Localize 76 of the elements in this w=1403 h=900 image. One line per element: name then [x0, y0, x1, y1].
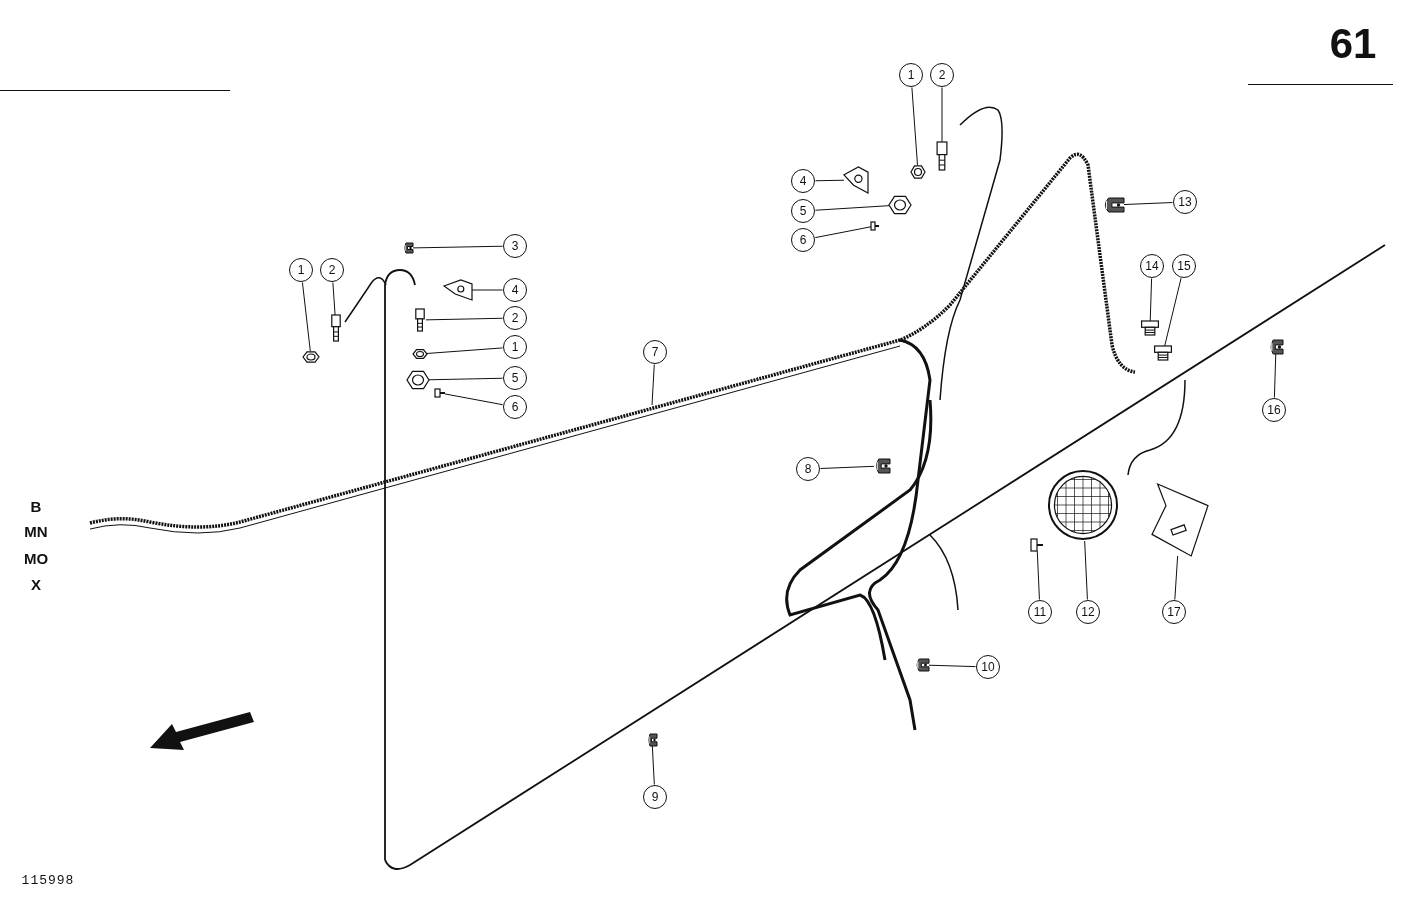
leader-line: [814, 226, 872, 239]
leader-line: [815, 205, 890, 211]
leader-line: [815, 179, 845, 182]
part-drawing: [413, 349, 427, 359]
leader-line: [1273, 353, 1277, 398]
part-drawing: [647, 734, 657, 746]
callout-number: 1: [899, 63, 923, 87]
part-drawing: [874, 459, 890, 473]
callout-number: 4: [503, 278, 527, 302]
leader-line: [820, 465, 875, 469]
leader-line: [941, 87, 943, 143]
leader-line: [444, 393, 504, 406]
leader-line: [928, 664, 976, 668]
part-drawing: [1151, 346, 1175, 360]
callout-number: 13: [1173, 190, 1197, 214]
leader-line: [332, 281, 336, 316]
variant-code: MN: [23, 523, 49, 540]
callout-number: 7: [643, 340, 667, 364]
part-drawing: [844, 167, 868, 193]
callout-number: 6: [791, 228, 815, 252]
part-drawing: [889, 195, 911, 215]
callout-number: 9: [643, 785, 667, 809]
callout-number: 14: [1140, 254, 1164, 278]
callout-number: 5: [503, 366, 527, 390]
variant-code: X: [30, 576, 42, 593]
part-drawing: [1102, 198, 1124, 212]
part-drawing: [911, 165, 925, 179]
callout-number: 1: [503, 335, 527, 359]
callout-number: 1: [289, 258, 313, 282]
callout-number: 2: [930, 63, 954, 87]
part-drawing: [435, 389, 445, 397]
part-drawing: [935, 142, 949, 170]
callout-number: 4: [791, 169, 815, 193]
part-drawing: [1152, 484, 1208, 556]
drawing-number: 115998: [20, 873, 76, 888]
part-drawing: [1138, 321, 1162, 335]
leader-line: [425, 317, 503, 321]
part-drawing: [303, 351, 319, 363]
part-drawing: [407, 370, 429, 390]
leader-line: [651, 745, 655, 785]
callout-number: 2: [320, 258, 344, 282]
variant-code: MO: [22, 550, 50, 567]
part-drawing: [1269, 340, 1283, 354]
leader-line: [1084, 540, 1088, 600]
callout-number: 8: [796, 457, 820, 481]
leader-line: [1149, 278, 1153, 322]
leader-line: [412, 245, 503, 249]
callout-number: 10: [976, 655, 1000, 679]
callout-number: 15: [1172, 254, 1196, 278]
part-drawing: [414, 309, 426, 331]
callout-number: 5: [791, 199, 815, 223]
leader-line: [1123, 202, 1173, 206]
part-drawing: [444, 280, 472, 300]
part-drawing: [403, 243, 413, 253]
part-drawing: [330, 315, 342, 341]
callout-number: 11: [1028, 600, 1052, 624]
leader-line: [301, 281, 311, 352]
callout-number: 17: [1162, 600, 1186, 624]
part-drawing: [915, 659, 929, 671]
leader-line: [1164, 277, 1182, 347]
part-drawing: [1031, 539, 1043, 551]
leader-line: [426, 347, 504, 354]
callout-number: 12: [1076, 600, 1100, 624]
page-number: 61: [1328, 20, 1378, 68]
callout-number: 6: [503, 395, 527, 419]
part-drawing: [1047, 469, 1119, 541]
leader-line: [428, 377, 503, 381]
callout-number: 3: [503, 234, 527, 258]
leader-line: [1036, 550, 1040, 600]
variant-code: B: [29, 498, 43, 515]
callout-number: 2: [503, 306, 527, 330]
part-drawing: [871, 222, 879, 230]
leader-line: [911, 86, 918, 166]
leader-line: [1174, 555, 1179, 601]
callout-number: 16: [1262, 398, 1286, 422]
leader-line: [651, 364, 655, 406]
